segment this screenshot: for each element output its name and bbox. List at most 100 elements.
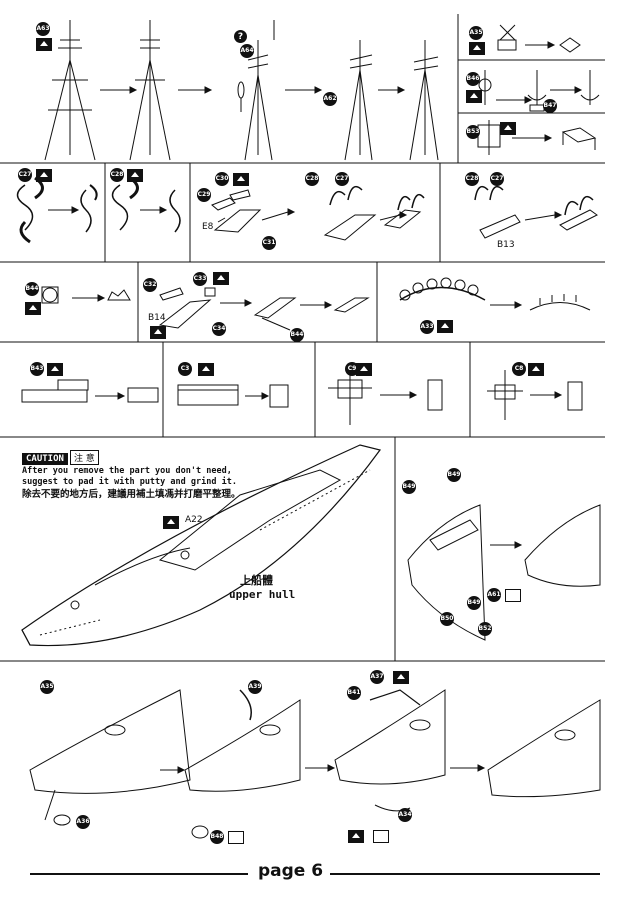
arrow-head (477, 764, 486, 772)
glue-arrow-icon (500, 122, 516, 135)
part-tag: B44 (290, 328, 304, 342)
bow-step-1 (29, 689, 191, 826)
glue-arrow-icon (233, 173, 249, 186)
part-a33-assembly (399, 277, 591, 311)
glue-arrow-icon (393, 671, 409, 684)
part-label: E8 (202, 222, 214, 232)
part-tag: A64 (240, 44, 254, 58)
paint-brush-icon (348, 830, 364, 843)
caution-line-1: After you remove the part you don't need… (22, 466, 232, 476)
part-b53-assembly (477, 120, 597, 155)
part-tag: C33 (193, 272, 207, 286)
part-c8-assembly (487, 370, 583, 420)
part-tag: B49 (447, 468, 461, 482)
caution-label: CAUTION (22, 453, 68, 465)
caution-line-cn: 除去不要的地方后，建議用補土填馮并打磨平整理。 (22, 489, 241, 500)
remove-part-icon (373, 830, 389, 843)
glue-arrow-icon (127, 169, 143, 182)
glue-arrow-icon (36, 169, 52, 182)
arrow-head (314, 86, 323, 94)
part-tag: A34 (398, 808, 412, 822)
part-tag: A62 (323, 92, 337, 106)
glue-arrow-icon (528, 363, 544, 376)
part-tag: B47 (543, 99, 557, 113)
mast-step-3 (237, 20, 275, 161)
bow-step-4 (487, 699, 601, 798)
part-tag: A37 (370, 670, 384, 684)
part-b46-assembly (478, 70, 600, 112)
caution-line-2: suggest to pad it with putty and grind i… (22, 477, 237, 487)
part-tag: B48 (210, 830, 224, 844)
part-tag: C9 (345, 362, 359, 376)
part-tag: A61 (487, 588, 501, 602)
arrow-head (129, 86, 138, 94)
mast-step-1 (44, 20, 96, 161)
glue-arrow-icon (47, 363, 63, 376)
glue-arrow-icon (466, 90, 482, 103)
upper-hull-drawing (21, 444, 382, 647)
part-tag: B52 (478, 622, 492, 636)
part-tag: C3 (178, 362, 192, 376)
part-c9-assembly (328, 365, 443, 425)
part-tag: A39 (248, 680, 262, 694)
boat-assembly-1 (211, 185, 425, 241)
part-b44-assembly (41, 286, 131, 304)
boat-assembly-2 (474, 185, 598, 239)
page-number: page 6 (258, 861, 324, 881)
part-tag: C34 (212, 322, 226, 336)
part-tag: A36 (76, 815, 90, 829)
part-tag: B53 (466, 125, 480, 139)
part-tag: A35 (40, 680, 54, 694)
glue-arrow-icon (36, 38, 52, 51)
paint-brush-icon (163, 516, 179, 529)
part-tag: C32 (143, 278, 157, 292)
boat-davits-c27 (16, 176, 98, 244)
part-tag: A63 (36, 22, 50, 36)
part-tag: C27 (335, 172, 349, 186)
part-c3-assembly (177, 384, 289, 408)
bow-detail-drawing (407, 504, 601, 641)
remove-part-icon (228, 831, 244, 844)
part-tag: C28 (465, 172, 479, 186)
mast-step-2 (129, 20, 171, 161)
part-label: A22 (185, 515, 203, 525)
mast-step-5 (409, 40, 439, 161)
part-a35-assembly (497, 24, 581, 53)
arrow-head (397, 86, 406, 94)
caution-label-cn: 注 意 (69, 450, 99, 465)
glue-arrow-icon (213, 272, 229, 285)
upper-hull-label: upper hull (229, 588, 296, 601)
part-tag: B50 (440, 612, 454, 626)
part-label: B13 (497, 240, 515, 250)
part-tag: C30 (215, 172, 229, 186)
part-label: B14 (148, 313, 166, 323)
arrow-head (177, 766, 186, 774)
glue-arrow-icon (437, 320, 453, 333)
remove-part-icon (505, 589, 521, 602)
question-icon: ? (234, 30, 247, 43)
part-tag: B46 (466, 72, 480, 86)
arrow-head (204, 86, 213, 94)
part-tag: C29 (197, 188, 211, 202)
part-c32-assembly (158, 287, 370, 331)
part-tag: A35 (469, 26, 483, 40)
part-tag: C27 (18, 168, 32, 182)
part-tag: A33 (420, 320, 434, 334)
section-dividers (0, 14, 605, 662)
part-tag: B43 (30, 362, 44, 376)
part-tag: C31 (262, 236, 276, 250)
bow-step-2 (184, 689, 301, 839)
part-tag: B41 (347, 686, 361, 700)
upper-hull-label-cn: 上船體 (240, 574, 273, 587)
paint-brush-icon (150, 326, 166, 339)
glue-arrow-icon (469, 42, 485, 55)
glue-arrow-icon (356, 363, 372, 376)
boat-davits-c28 (111, 176, 181, 233)
arrow-head (327, 764, 336, 772)
glue-arrow-icon (198, 363, 214, 376)
part-tag: C28 (305, 172, 319, 186)
bow-step-3 (334, 689, 446, 812)
part-tag: B49 (467, 596, 481, 610)
